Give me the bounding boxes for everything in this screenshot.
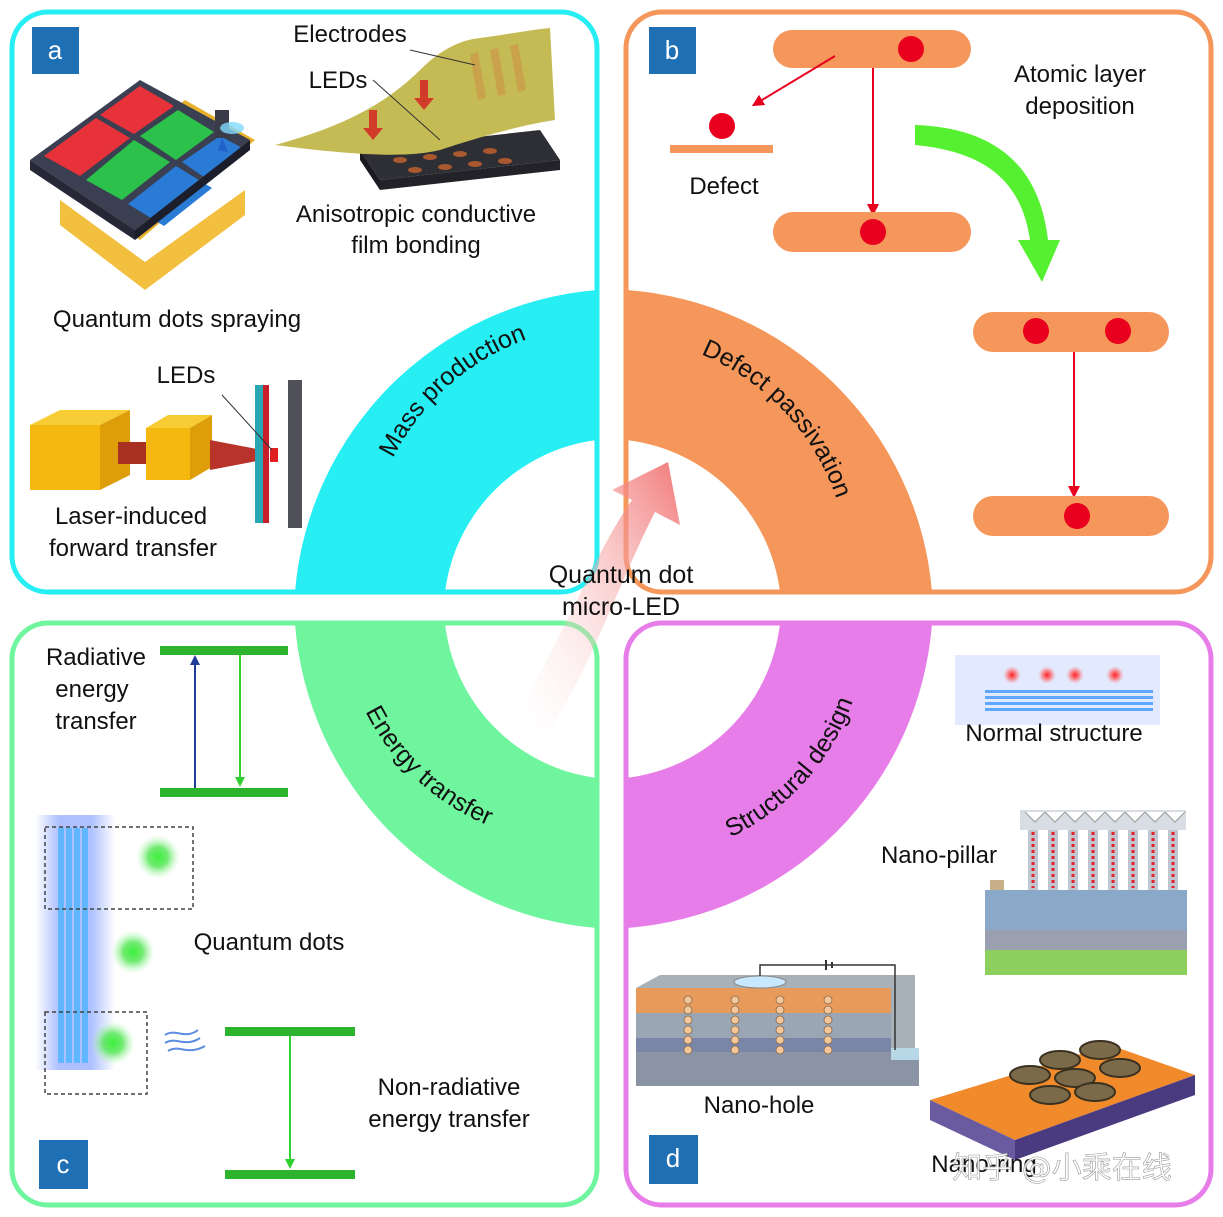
label-ald-line2: deposition	[1025, 93, 1134, 120]
label-qd-spraying: Quantum dots spraying	[53, 306, 301, 333]
badge-d-label: d	[666, 1143, 680, 1173]
ring-quadrant-structural-design	[626, 623, 932, 928]
quantum-dots-illustration	[35, 815, 206, 1095]
nano-pillar-illustration	[985, 810, 1187, 975]
acf-bonding-illustration	[275, 28, 560, 190]
badge-b-label: b	[665, 35, 679, 65]
label-nano-ring: Nano-ring	[931, 1151, 1036, 1178]
label-radiative-line2: energy	[55, 676, 128, 703]
label-radiative-line3: transfer	[55, 708, 136, 735]
label-lift-line2: forward transfer	[49, 535, 217, 562]
label-quantum-dots: Quantum dots	[194, 929, 345, 956]
normal-structure-illustration	[955, 655, 1160, 725]
center-title-line2: micro-LED	[562, 593, 680, 621]
nonradiative-transfer-diagram	[225, 1027, 355, 1179]
label-ald-line1: Atomic layer	[1014, 61, 1146, 88]
radiative-transfer-diagram	[160, 646, 288, 797]
label-lift-line1: Laser-induced	[55, 503, 207, 530]
nano-ring-illustration	[930, 1040, 1195, 1160]
center-title-line1: Quantum dot	[549, 561, 694, 589]
nano-hole-illustration	[636, 960, 919, 1086]
center-arrow	[505, 462, 680, 738]
label-normal-structure: Normal structure	[965, 720, 1142, 747]
badge-a	[32, 27, 79, 74]
watermark: 知乎 @小乘在线	[952, 1151, 1172, 1186]
lift-illustration	[30, 380, 302, 528]
ring-quadrant-energy-transfer	[295, 623, 597, 928]
defect-passivation-illustration	[670, 30, 1169, 536]
ring-quadrant-mass-production	[295, 290, 597, 592]
label-leds-top: LEDs	[309, 67, 368, 94]
ring-quadrant-defect-passivation	[626, 290, 932, 592]
badge-c	[39, 1140, 88, 1189]
label-leds-bottom: LEDs	[157, 362, 216, 389]
label-electrodes: Electrodes	[293, 21, 406, 48]
label-nonrad-line2: energy transfer	[368, 1106, 529, 1133]
qd-spraying-illustration	[30, 80, 255, 290]
label-radiative-line1: Radiative	[46, 644, 146, 671]
badge-b	[649, 27, 696, 74]
badge-a-label: a	[48, 35, 63, 65]
badge-d	[649, 1135, 698, 1184]
label-nonrad-line1: Non-radiative	[378, 1074, 521, 1101]
label-acf-line2: film bonding	[351, 232, 480, 259]
label-acf-line1: Anisotropic conductive	[296, 201, 536, 228]
label-nano-hole: Nano-hole	[704, 1092, 815, 1119]
label-defect: Defect	[689, 173, 759, 200]
label-nano-pillar: Nano-pillar	[881, 842, 997, 869]
badge-c-label: c	[57, 1149, 70, 1179]
